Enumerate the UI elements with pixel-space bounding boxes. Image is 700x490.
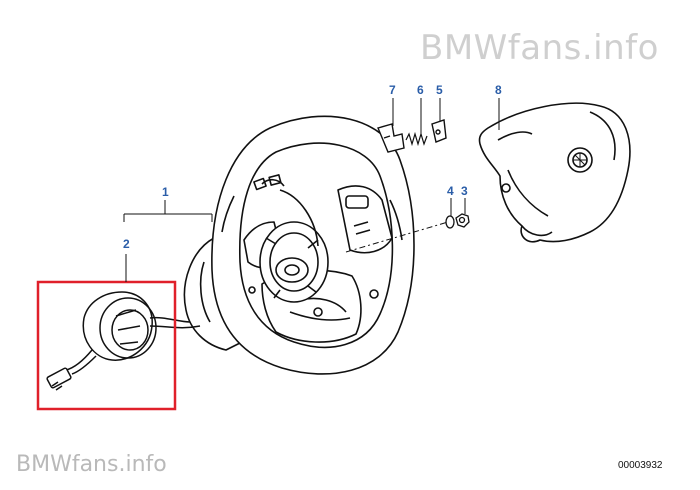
callout-4: 4	[447, 184, 454, 198]
watermark-top: BMWfans.info	[420, 28, 659, 68]
callout-6: 6	[417, 83, 424, 97]
callout-2: 2	[123, 237, 130, 251]
callout-5: 5	[436, 83, 443, 97]
spring-part	[405, 131, 428, 147]
assembly-axis-line	[345, 221, 449, 253]
highlight-box	[36, 280, 177, 411]
catch-part	[431, 119, 447, 143]
airbag-module	[478, 102, 631, 243]
watermark-bottom: BMWfans.info	[16, 452, 167, 477]
steering-wheel	[183, 115, 415, 375]
callout-3: 3	[461, 184, 468, 198]
diagram-reference-number: 00003932	[618, 460, 663, 471]
slip-ring-contact-unit	[46, 291, 201, 391]
callout-7: 7	[389, 83, 396, 97]
washer-part	[445, 215, 455, 229]
clip-bracket-part	[377, 123, 405, 153]
nut-part	[455, 213, 470, 228]
callout-1: 1	[162, 185, 169, 199]
callout-leaders	[123, 98, 500, 282]
callout-8: 8	[495, 83, 502, 97]
